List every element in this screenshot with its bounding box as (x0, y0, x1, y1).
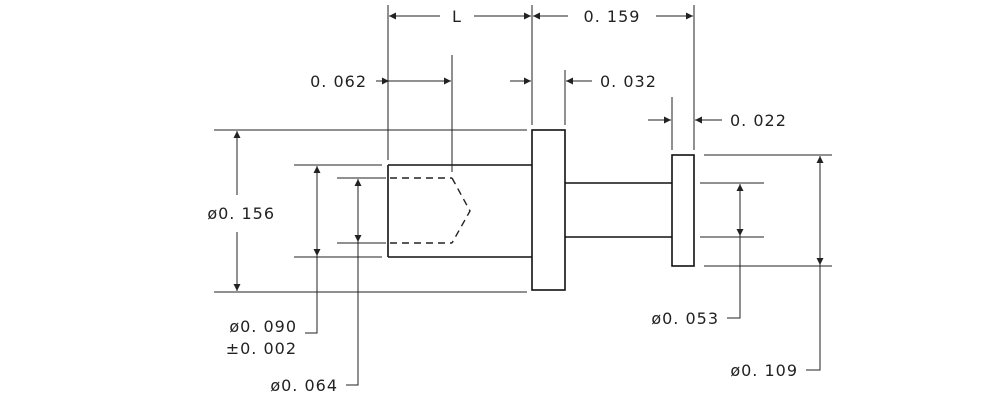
collar-diameter-leader (806, 265, 821, 371)
collar-diameter-label: ø0. 109 (730, 361, 798, 380)
flange-offset-label: 0. 159 (584, 7, 641, 26)
dimension-labels: L 0. 159 0. 062 0. 032 0. 022 ø0. 156 ø0… (207, 7, 798, 395)
dimension-lines (233, 12, 824, 386)
bore-diameter-label: ø0. 064 (270, 376, 338, 395)
body-diameter-label: ø0. 090 (229, 317, 297, 336)
collar (671, 154, 695, 267)
bore-diameter-leader (346, 242, 359, 386)
pin-diameter-label: ø0. 053 (651, 309, 719, 328)
part-outline (387, 129, 695, 291)
hidden-bore (390, 177, 471, 244)
body-tolerance-label: ±0. 002 (226, 339, 297, 358)
flange (531, 129, 566, 291)
bore-depth-label: 0. 062 (310, 72, 367, 91)
collar-thickness-label: 0. 022 (730, 111, 787, 130)
flange-diameter-label: ø0. 156 (207, 204, 275, 223)
length-label: L (452, 7, 462, 26)
body-diameter-leader (305, 256, 318, 334)
flange-thickness-label: 0. 032 (600, 72, 657, 91)
extension-lines (214, 5, 832, 293)
pin-diameter-leader (727, 236, 741, 319)
